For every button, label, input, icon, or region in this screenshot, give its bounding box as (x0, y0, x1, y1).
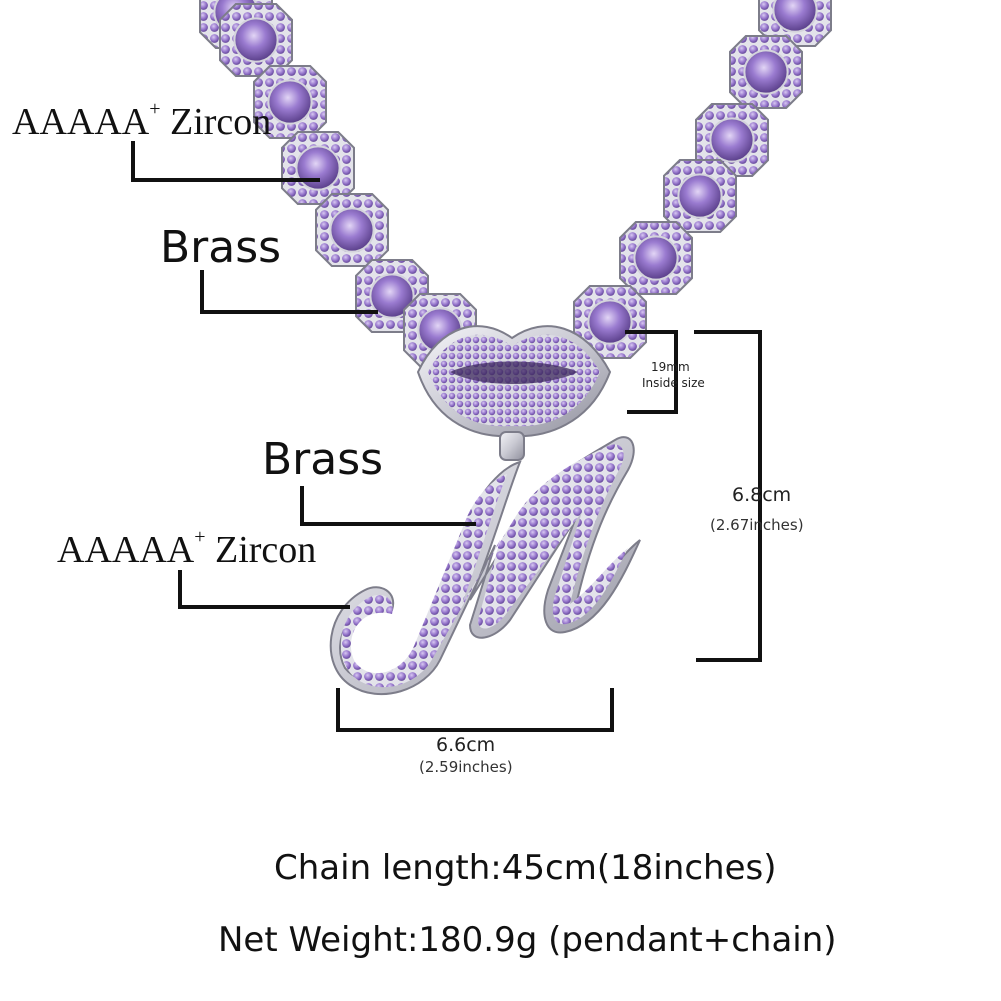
chain-length-spec: Chain length:45cm(18inches) (274, 848, 777, 888)
chain-link (619, 221, 693, 295)
width-inches: (2.59inches) (419, 758, 513, 776)
zircon-top-word: Zircon (170, 101, 272, 143)
height-inches: (2.67inches) (710, 516, 804, 534)
brass-pendant-leader (300, 486, 476, 526)
zircon-pendant-plus: + (194, 526, 206, 548)
width-cm: 6.6cm (436, 734, 496, 756)
width-bracket (336, 688, 614, 732)
dimension-lines (336, 330, 762, 732)
chain-link (573, 285, 647, 359)
zircon-pendant-grade: AAAAA (57, 529, 195, 571)
leader-lines (131, 141, 476, 609)
lips-bail (416, 325, 612, 461)
inside-size-mm: 19mm (651, 360, 690, 374)
zircon-pendant-word: Zircon (215, 529, 317, 571)
brass-pendant-label: Brass (262, 434, 384, 485)
inside-size-bracket (625, 330, 678, 414)
brass-top-leader (200, 270, 378, 314)
chain-link (663, 159, 737, 233)
zircon-top-leader (131, 141, 320, 182)
zircon-pendant-leader (178, 570, 350, 609)
chain-link (695, 103, 769, 177)
zircon-top-grade: AAAAA (12, 101, 150, 143)
zircon-top-plus: + (149, 98, 161, 120)
chain-link (253, 65, 327, 139)
net-weight-spec: Net Weight:180.9g (pendant+chain) (218, 920, 837, 960)
brass-top-label: Brass (160, 222, 282, 273)
height-bracket (694, 330, 762, 662)
letter-m-pendant (329, 436, 641, 695)
chain-link (729, 35, 803, 109)
inside-size-label: Inside size (642, 376, 705, 390)
chain-link (219, 3, 293, 77)
height-cm: 6.8cm (732, 484, 792, 506)
chain-link (315, 193, 389, 267)
zircon-pendant-label: AAAAA+ Zircon (57, 526, 317, 572)
zircon-top-label: AAAAA+ Zircon (12, 98, 272, 144)
chain-link (758, 0, 832, 47)
